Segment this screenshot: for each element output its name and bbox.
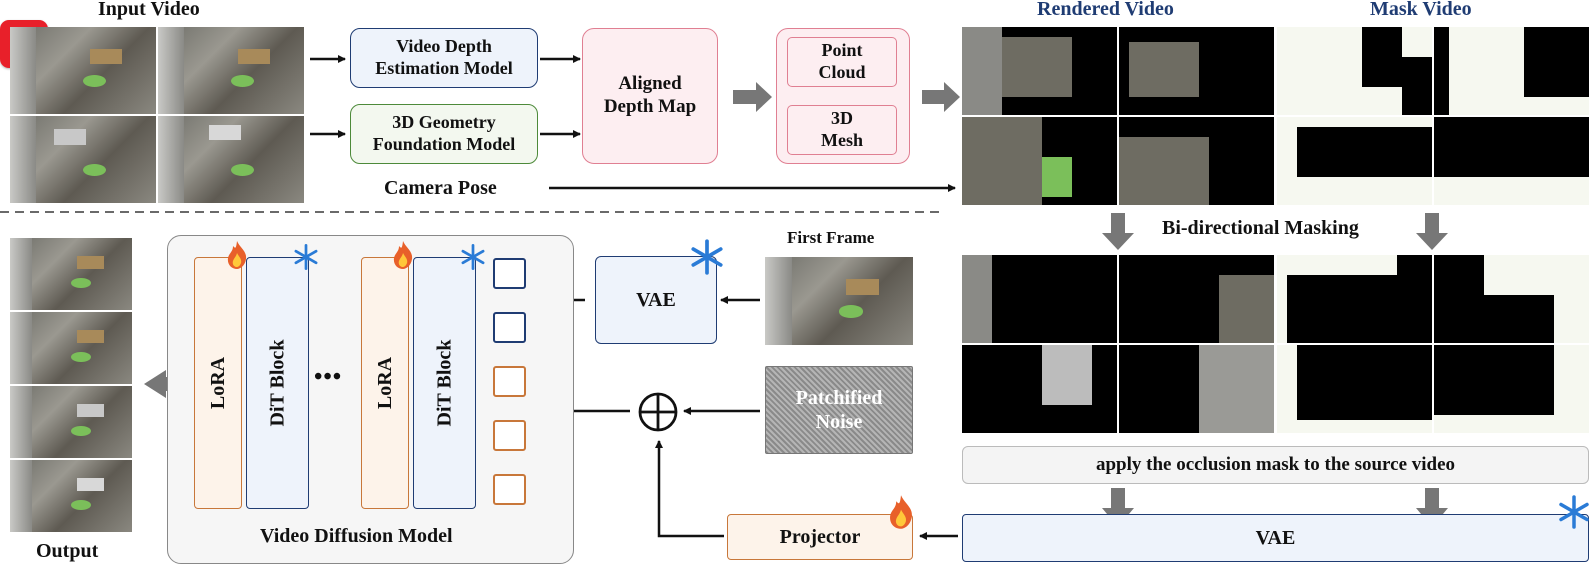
- masked-mask-frame-2: [1434, 255, 1589, 343]
- plus-circle-icon: [637, 391, 679, 433]
- rendered-video-grid: [962, 27, 1274, 205]
- rendered-frame-1: [962, 27, 1117, 115]
- gray-arrow-mask-down: [1416, 213, 1448, 250]
- mesh-box: 3D Mesh: [787, 105, 897, 155]
- first-frame-image: [765, 257, 913, 345]
- output-frame-4: [10, 460, 132, 532]
- masked-mask-frame-4: [1434, 345, 1589, 433]
- vae-top-box: VAE: [595, 256, 717, 344]
- geometry-line-2: Foundation Model: [372, 134, 516, 154]
- aligned-depth-line-1: Aligned: [618, 73, 682, 95]
- patchified-noise-box: Patchified Noise: [765, 366, 913, 454]
- masked-rendered-frame-1: [962, 255, 1117, 343]
- mask-frame-3: [1277, 117, 1432, 205]
- point-cloud-box: Point Cloud: [787, 37, 897, 87]
- latent-token-1: [493, 258, 526, 289]
- rendered-frame-4: [1119, 117, 1274, 205]
- noise-line-1: Patchified: [795, 387, 883, 409]
- blocks-ellipsis: •••: [314, 364, 343, 390]
- vae-bottom-box: VAE: [962, 514, 1589, 562]
- input-video-title: Input Video: [98, 0, 200, 20]
- mask-frame-1: [1277, 27, 1432, 115]
- lora-label-2: LoRA: [374, 356, 397, 410]
- projector-box: Projector: [727, 514, 913, 560]
- gray-arrow-rendered-down: [1102, 213, 1134, 250]
- masked-rendered-frame-3: [962, 345, 1117, 433]
- dit-block-2: DiT Block: [413, 257, 476, 509]
- snowflake-icon: [459, 243, 487, 271]
- noise-line-2: Noise: [815, 411, 863, 433]
- lora-block-1: LoRA: [194, 257, 242, 509]
- vae-bottom-label: VAE: [1255, 527, 1296, 549]
- rendered-frame-2: [1119, 27, 1274, 115]
- dit-block-1: DiT Block: [246, 257, 309, 509]
- noise-token-1: [493, 366, 526, 397]
- input-frame-2: [158, 27, 304, 114]
- input-video-grid: [10, 27, 306, 205]
- apply-occlusion-mask-text: apply the occlusion mask to the source v…: [1095, 453, 1456, 475]
- aligned-depth-map-box: Aligned Depth Map: [582, 28, 718, 164]
- rendered-video-title: Rendered Video: [1037, 0, 1174, 20]
- fire-icon: [224, 240, 250, 270]
- output-frame-3: [10, 386, 132, 458]
- projector-label: Projector: [779, 526, 861, 548]
- vae-top-label: VAE: [636, 289, 676, 311]
- mask-video-title: Mask Video: [1370, 0, 1472, 20]
- mask-frame-2: [1434, 27, 1589, 115]
- snowflake-icon: [688, 238, 726, 276]
- fire-icon: [390, 240, 416, 270]
- geometry-line-1: 3D Geometry: [392, 112, 496, 133]
- aligned-depth-line-2: Depth Map: [603, 96, 697, 117]
- point-cloud-line-1: Point: [821, 40, 863, 61]
- mesh-line-2: Mesh: [821, 130, 863, 150]
- mask-frame-4: [1434, 117, 1589, 205]
- geometry-foundation-box: 3D Geometry Foundation Model: [350, 104, 538, 164]
- lora-block-2: LoRA: [361, 257, 409, 509]
- point-cloud-line-2: Cloud: [818, 62, 866, 82]
- dit-label-2: DiT Block: [433, 339, 456, 427]
- snowflake-icon: [292, 243, 320, 271]
- masked-mask-frame-3: [1277, 345, 1432, 433]
- output-frame-1: [10, 238, 132, 310]
- lora-label-1: LoRA: [207, 356, 230, 410]
- arrow-projector-to-plus: [655, 440, 724, 538]
- input-frame-3: [10, 116, 156, 203]
- video-depth-estimation-box: Video Depth Estimation Model: [350, 28, 538, 88]
- output-frames: [10, 238, 132, 534]
- masked-mask-grid: [1277, 255, 1589, 433]
- noise-token-3: [493, 474, 526, 505]
- masked-mask-frame-1: [1277, 255, 1432, 343]
- output-label: Output: [36, 540, 99, 562]
- masked-rendered-grid: [962, 255, 1274, 433]
- masked-rendered-frame-4: [1119, 345, 1274, 433]
- mask-video-grid: [1277, 27, 1589, 205]
- fire-icon: [885, 494, 917, 530]
- gray-arrow-mesh-to-rendered: [922, 82, 960, 112]
- camera-pose-label: Camera Pose: [384, 177, 497, 199]
- video-depth-line-2: Estimation Model: [375, 58, 513, 78]
- masked-rendered-frame-2: [1119, 255, 1274, 343]
- noise-token-2: [493, 420, 526, 451]
- gray-arrow-aligned-to-cloud: [733, 82, 772, 112]
- output-frame-2: [10, 312, 132, 384]
- bidirectional-masking-label: Bi-directional Masking: [1162, 217, 1359, 239]
- input-frame-4: [158, 116, 304, 203]
- dit-label-1: DiT Block: [266, 339, 289, 427]
- input-frame-1: [10, 27, 156, 114]
- apply-occlusion-mask-box: apply the occlusion mask to the source v…: [962, 446, 1589, 484]
- snowflake-icon: [1556, 494, 1592, 530]
- latent-token-2: [493, 312, 526, 343]
- mesh-line-1: 3D: [831, 108, 853, 129]
- video-diffusion-model-label: Video Diffusion Model: [260, 525, 453, 547]
- video-depth-line-1: Video Depth: [396, 36, 492, 57]
- rendered-frame-3: [962, 117, 1117, 205]
- first-frame-label: First Frame: [787, 228, 875, 247]
